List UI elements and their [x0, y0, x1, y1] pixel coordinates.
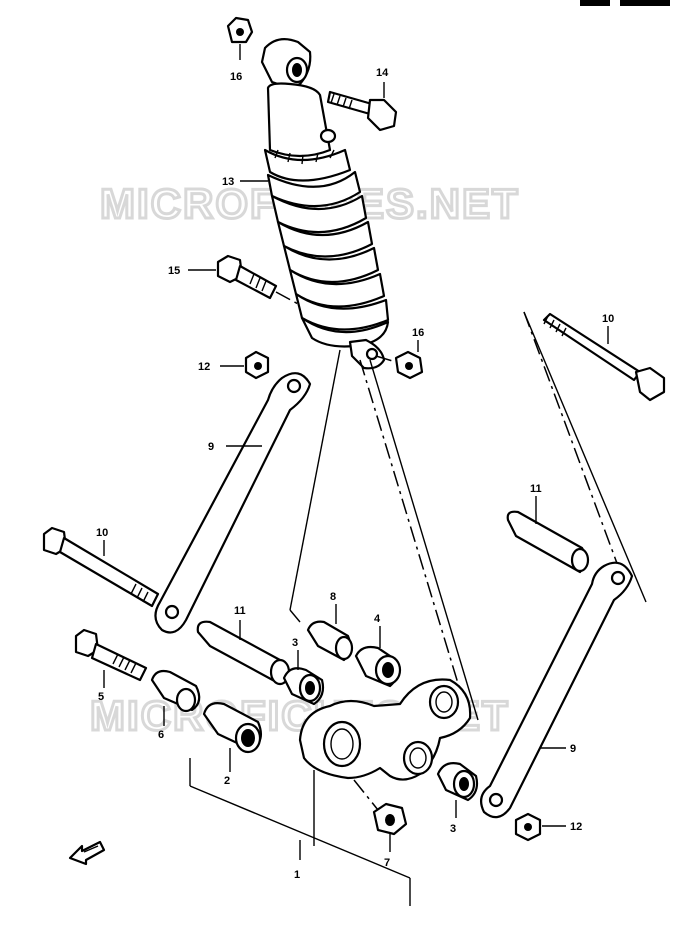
nut-12-right — [514, 812, 566, 842]
bolt-10-right — [542, 312, 666, 402]
bearing-2 — [202, 702, 263, 772]
label-11-left: 11 — [234, 605, 246, 617]
bolt-15 — [188, 254, 301, 306]
bearing-4 — [354, 626, 402, 688]
link-rod-9-left — [154, 372, 312, 634]
spacer-11-left — [196, 620, 291, 686]
nut-16-top — [226, 16, 254, 60]
corner-mark — [580, 0, 670, 6]
label-16-top: 16 — [230, 71, 242, 83]
seal-3-right — [436, 762, 479, 818]
label-3-right: 3 — [450, 823, 456, 835]
nut-16-bottom — [375, 340, 424, 380]
label-3-left: 3 — [292, 637, 298, 649]
seal-3-left — [282, 650, 325, 706]
guide-line-right — [523, 311, 647, 603]
label-14: 14 — [376, 67, 389, 79]
label-13: 13 — [222, 176, 234, 188]
label-7: 7 — [384, 857, 390, 869]
label-10-left: 10 — [96, 527, 108, 539]
shock-absorber — [260, 37, 390, 370]
label-9-left: 9 — [208, 441, 214, 453]
label-9-right: 9 — [570, 743, 576, 755]
label-12-left: 12 — [198, 361, 210, 373]
bolt-5 — [74, 628, 148, 688]
label-8: 8 — [330, 591, 336, 603]
sleeve-8 — [306, 604, 354, 662]
nut-7 — [353, 779, 408, 852]
guide-line-center-left — [289, 349, 341, 611]
label-11-right: 11 — [530, 483, 542, 495]
spacer-6 — [150, 669, 201, 726]
label-15: 15 — [168, 265, 180, 277]
guide-dash-right — [523, 311, 619, 567]
label-1: 1 — [294, 869, 300, 881]
label-16-bottom: 16 — [412, 327, 424, 339]
label-10-right: 10 — [602, 313, 614, 325]
label-4: 4 — [374, 613, 381, 625]
assembly-bracket-1 — [189, 758, 411, 906]
spacer-11-right — [506, 496, 590, 574]
guide-dash-center — [359, 359, 461, 691]
label-6: 6 — [158, 729, 164, 741]
cushion-lever-1 — [298, 678, 472, 781]
label-12-right: 12 — [570, 821, 582, 833]
front-direction-arrow — [68, 840, 106, 866]
nut-12-left — [220, 350, 270, 380]
bolt-14 — [326, 82, 398, 132]
label-5: 5 — [98, 691, 104, 703]
bolt-10-left — [42, 526, 160, 608]
link-rod-9-right — [479, 561, 634, 819]
guide-line-center-right — [369, 359, 479, 721]
label-2: 2 — [224, 775, 230, 787]
